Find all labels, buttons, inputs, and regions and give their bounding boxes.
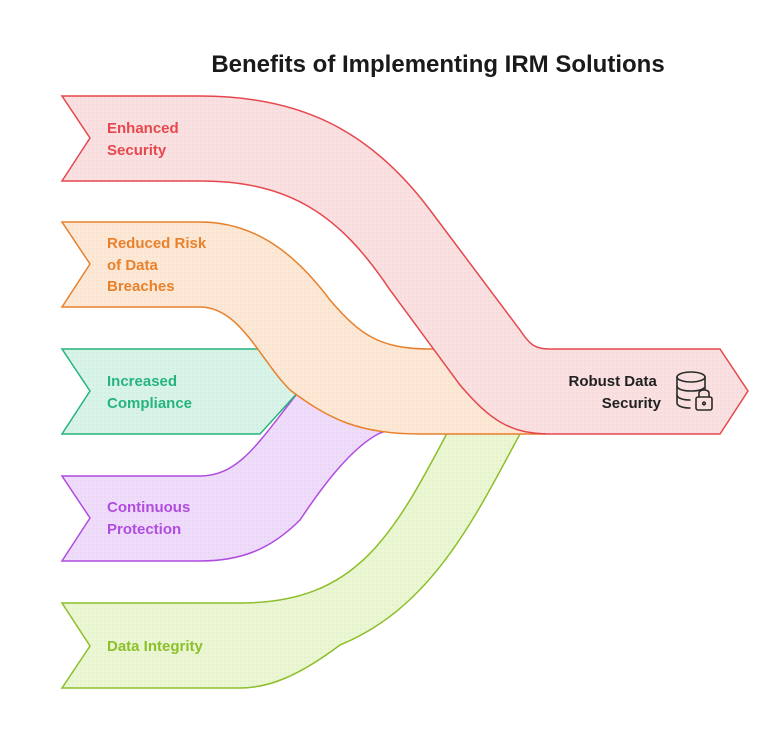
label-reduced-risk: Reduced Risk of Data Breaches [107,235,210,295]
database-lock-icon [676,371,713,411]
flow-reduced-risk [60,221,546,435]
label-increased-compliance: Increased Compliance [107,373,192,412]
diagram-title: Benefits of Implementing IRM Solutions [211,51,664,78]
label-continuous-protection: Continuous Protection [107,499,195,538]
label-data-integrity: Data Integrity [107,638,204,655]
label-enhanced-security: Enhanced Security [107,120,183,159]
flow-increased-compliance [60,348,302,435]
flow-data-integrity [60,389,547,689]
label-robust-data-security: Robust Data Security [568,373,661,412]
flow-enhanced-security [60,95,749,435]
